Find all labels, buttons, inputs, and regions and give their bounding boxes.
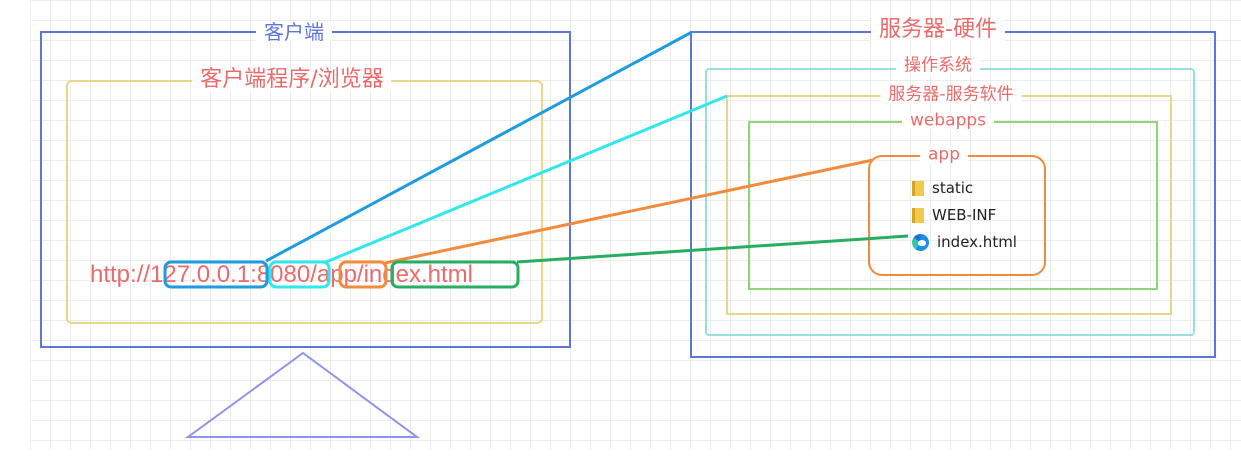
url-scheme: http:// (90, 261, 151, 288)
file-highlight (390, 260, 520, 289)
folder-icon (912, 208, 924, 223)
host-to-hardware-line (265, 30, 693, 263)
edge-browser-icon (912, 234, 929, 251)
server-hardware-title: 服务器-硬件 (871, 19, 1005, 41)
app-to-app-folder-line (384, 158, 874, 265)
url-file: index.html (363, 261, 473, 288)
client-program-title: 客户端程序/浏览器 (192, 69, 392, 91)
os-title: 操作系统 (896, 57, 980, 75)
app-title: app (920, 146, 968, 164)
file-item-static: static (912, 179, 973, 197)
url-sep-slash-1: / (310, 261, 317, 288)
monitor-stand (184, 351, 421, 438)
file-item-web-inf: WEB-INF (912, 206, 996, 224)
webapps-title: webapps (901, 112, 995, 130)
server-software-title: 服务器-服务软件 (880, 86, 1022, 104)
port-highlight (268, 260, 331, 289)
app-highlight (338, 260, 388, 289)
client-title: 客户端 (256, 22, 332, 42)
port-to-software-line (325, 94, 728, 264)
url-sep-slash-2: / (356, 261, 364, 288)
url-app: app (316, 261, 357, 288)
host-highlight (163, 260, 269, 289)
file-to-index-line (516, 234, 909, 264)
file-item-index-html: index.html (912, 233, 1017, 251)
url-sep-colon: : (250, 261, 257, 288)
folder-icon (912, 181, 924, 196)
